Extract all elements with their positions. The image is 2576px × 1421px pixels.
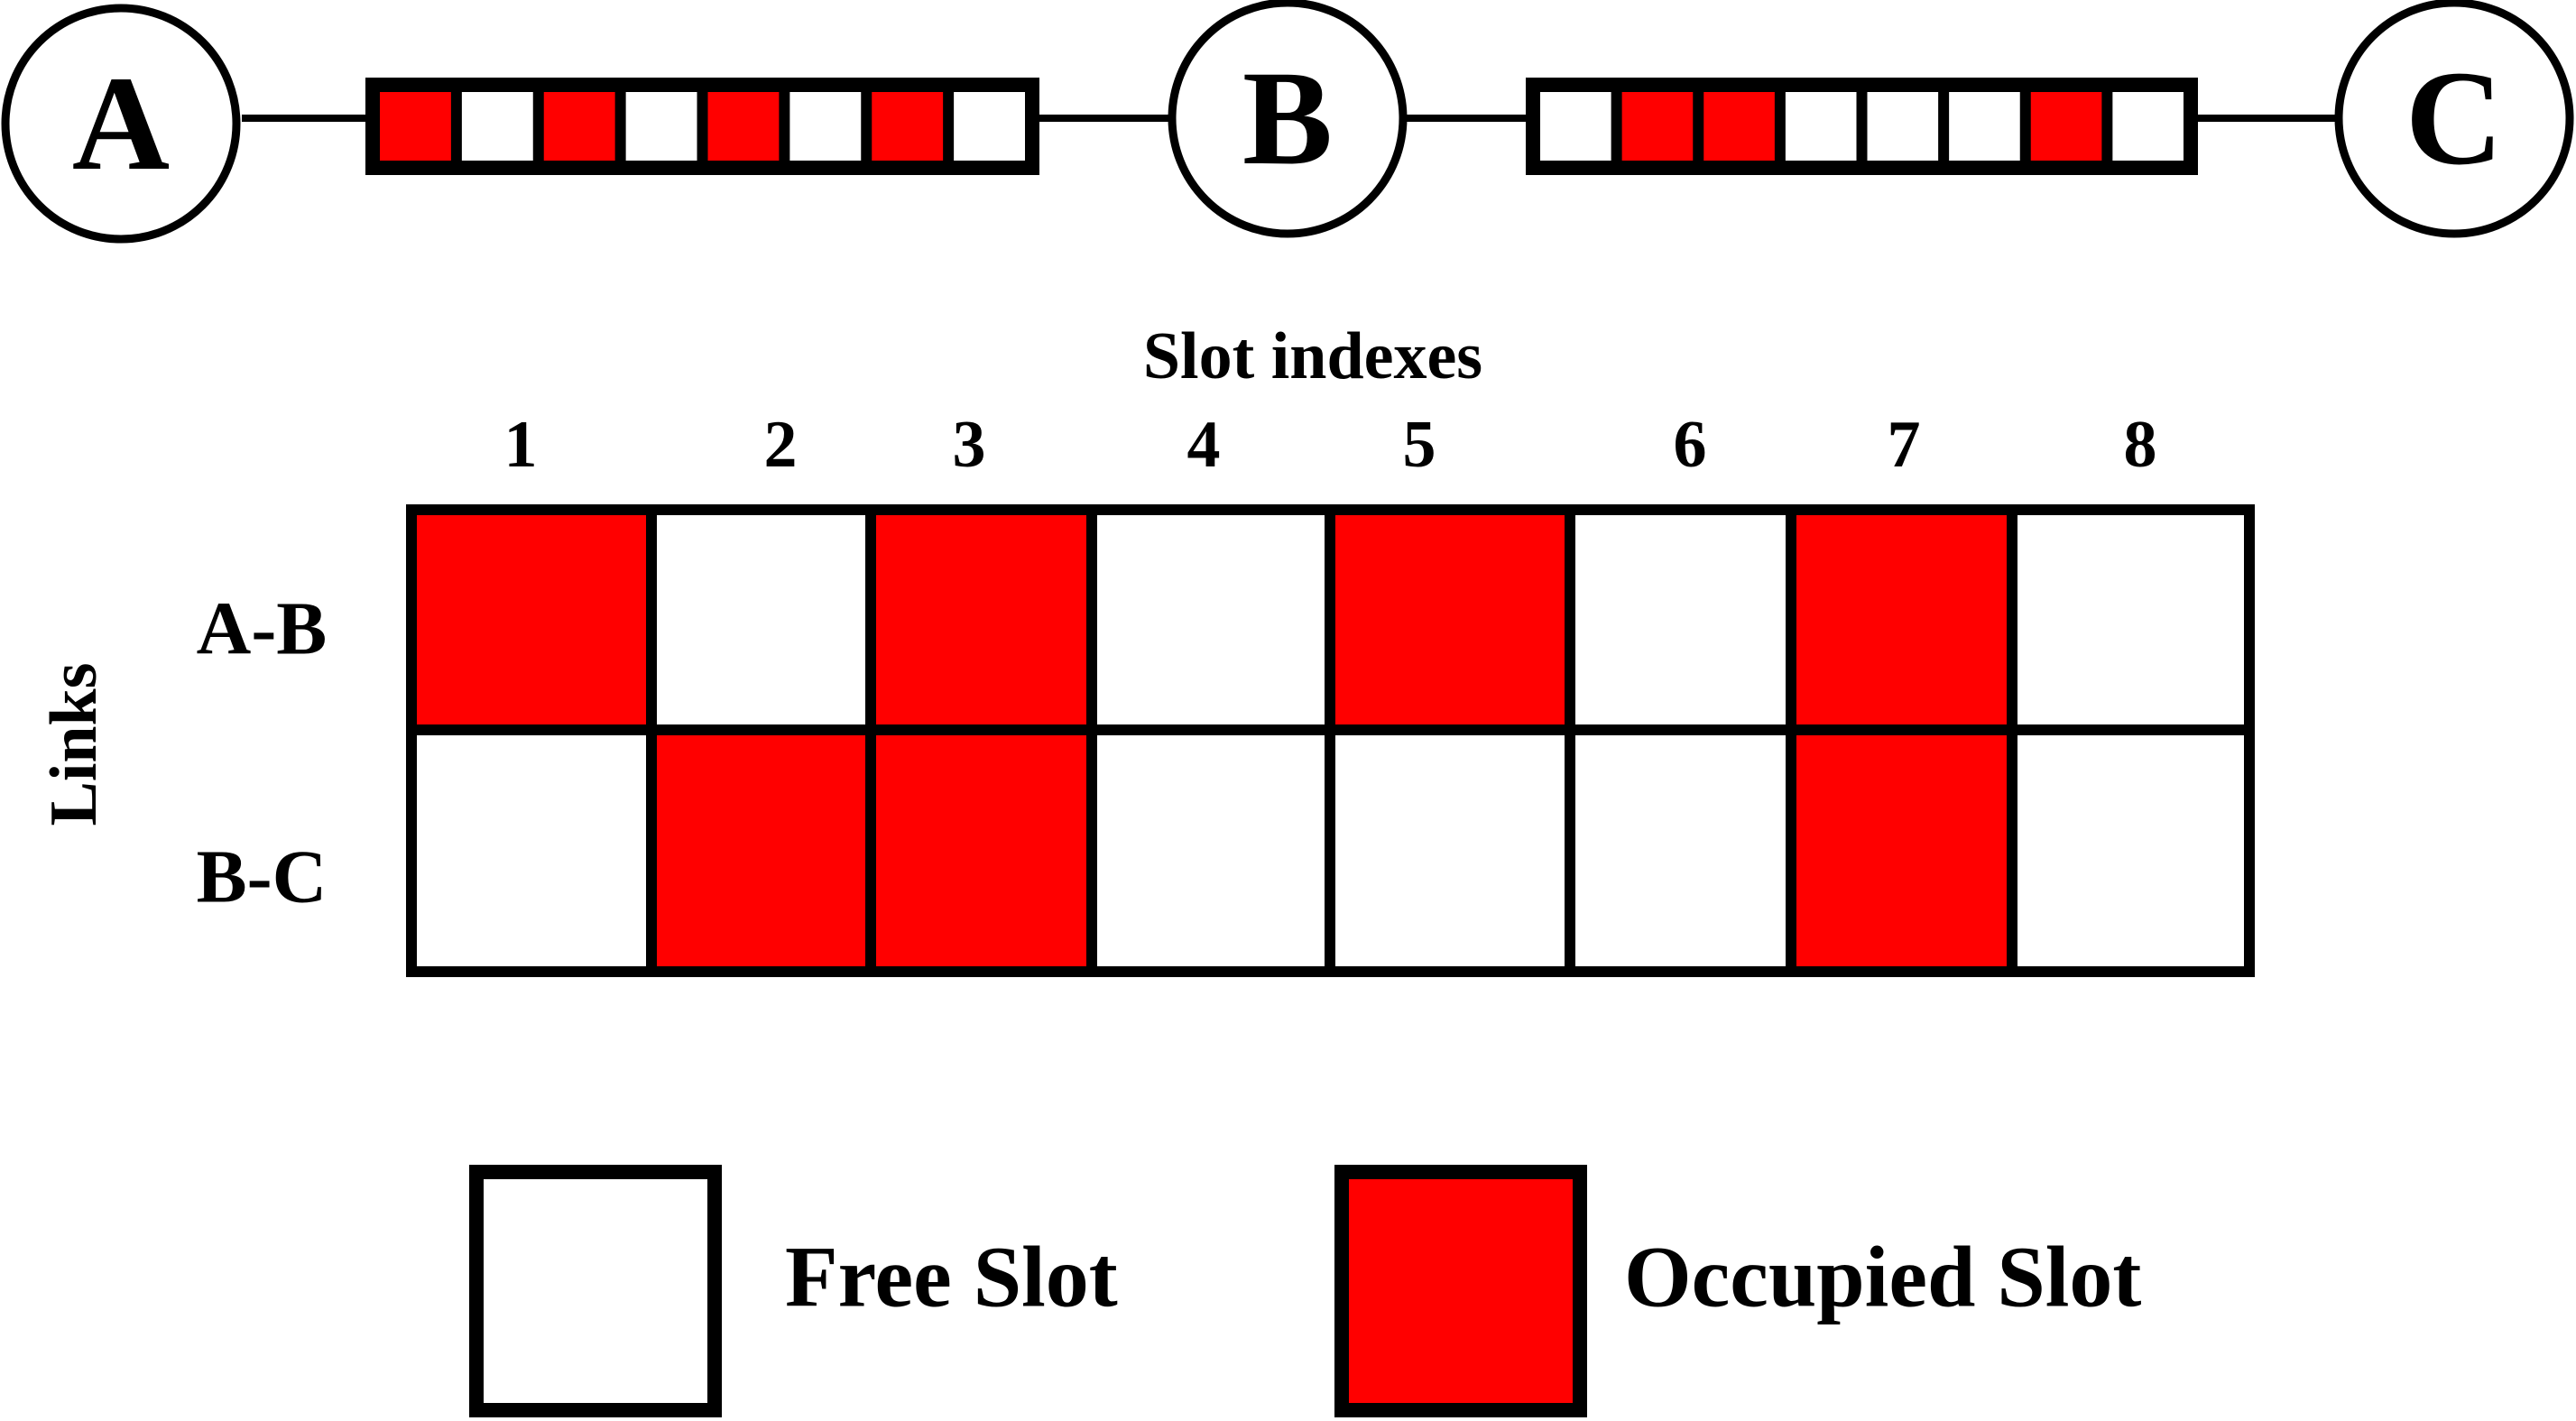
- link-ab-slot-6: [789, 92, 862, 161]
- matrix-cell-a-b-7: [1786, 504, 2017, 735]
- matrix-cell-b-c-6: [1565, 724, 1796, 977]
- link-bc-slot-4: [1785, 92, 1857, 161]
- link-ab-slot-1: [380, 92, 451, 161]
- matrix-cell-a-b-8: [2007, 504, 2255, 735]
- matrix-cell-b-c-4: [1086, 724, 1335, 977]
- matrix-cell-a-b-3: [865, 504, 1097, 735]
- node-c-label: C: [2405, 43, 2503, 193]
- column-label-6: 6: [1674, 408, 1707, 482]
- matrix-cell-b-c-7: [1786, 724, 2017, 977]
- row-title: Links: [37, 662, 111, 826]
- row-labels: A-B B-C: [197, 587, 328, 919]
- topology: A B C: [1, 0, 2574, 244]
- matrix-cells: [406, 504, 2255, 977]
- link-ab-slot-strip: [365, 78, 1039, 175]
- node-a: A: [1, 4, 241, 244]
- column-label-1: 1: [504, 408, 538, 482]
- legend-occupied-swatch: [1334, 1165, 1587, 1417]
- matrix-cell-a-b-2: [646, 504, 876, 735]
- node-b: B: [1168, 0, 1408, 238]
- column-label-2: 2: [764, 408, 798, 482]
- node-c: C: [2334, 0, 2574, 238]
- link-bc-slot-1: [1540, 92, 1611, 161]
- column-label-7: 7: [1888, 408, 1921, 482]
- legend-free-swatch: [469, 1165, 722, 1417]
- matrix-cell-b-c-8: [2007, 724, 2255, 977]
- column-label-3: 3: [953, 408, 986, 482]
- legend: Free Slot Occupied Slot: [469, 1165, 2141, 1417]
- column-title: Slot indexes: [1143, 319, 1482, 393]
- link-ab-slot-5: [707, 92, 780, 161]
- link-bc-slot-5: [1867, 92, 1939, 161]
- link-bc-slot-8: [2112, 92, 2184, 161]
- link-ab-slot-3: [543, 92, 615, 161]
- row-label-b-c: B-C: [197, 835, 328, 919]
- matrix-cell-a-b-4: [1086, 504, 1335, 735]
- slot-matrix: Slot indexes 1 2 3 4 5 6 7 8 Links A-B B-C: [37, 319, 2255, 977]
- column-label-8: 8: [2124, 408, 2157, 482]
- matrix-cell-a-b-5: [1325, 504, 1575, 735]
- link-ab-slot-8: [954, 92, 1025, 161]
- column-label-5: 5: [1403, 408, 1436, 482]
- link-bc-slot-7: [2030, 92, 2102, 161]
- matrix-cell-a-b-6: [1565, 504, 1796, 735]
- legend-free-label: Free Slot: [785, 1229, 1118, 1325]
- link-bc-slot-3: [1703, 92, 1775, 161]
- node-a-label: A: [72, 49, 170, 198]
- matrix-cell-b-c-2: [646, 724, 876, 977]
- matrix-cell-b-c-5: [1325, 724, 1575, 977]
- link-ab-slot-7: [872, 92, 944, 161]
- link-bc-slot-strip: [1526, 78, 2198, 175]
- link-bc-slot-2: [1621, 92, 1694, 161]
- row-label-a-b: A-B: [197, 587, 328, 671]
- matrix-cell-b-c-1: [406, 724, 657, 977]
- link-ab-slot-2: [461, 92, 533, 161]
- link-bc-slot-6: [1949, 92, 2020, 161]
- link-ab-slot-4: [625, 92, 697, 161]
- matrix-cell-b-c-3: [865, 724, 1097, 977]
- node-b-label: B: [1242, 43, 1333, 193]
- column-label-4: 4: [1187, 408, 1221, 482]
- legend-occupied-label: Occupied Slot: [1624, 1229, 2141, 1325]
- matrix-cell-a-b-1: [406, 504, 657, 735]
- column-labels: 1 2 3 4 5 6 7 8: [504, 408, 2157, 482]
